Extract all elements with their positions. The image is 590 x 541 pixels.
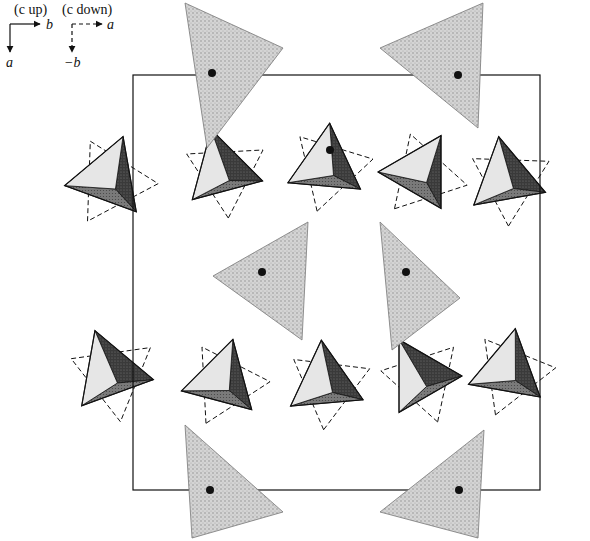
tetrahedron <box>378 134 467 209</box>
tetrahedron <box>187 129 263 218</box>
tetrahedron <box>185 425 283 538</box>
view-label: (c up) <box>14 3 47 17</box>
tetrahedron <box>288 123 373 211</box>
tetrahedron <box>380 3 483 128</box>
tetrahedron <box>65 137 159 222</box>
tetrahedron <box>71 331 153 422</box>
tetrahedron <box>185 3 283 148</box>
tetrahedron <box>213 222 308 340</box>
tetrahedron <box>291 340 370 430</box>
tetrahedron <box>381 340 462 422</box>
tetrahedron <box>380 430 484 538</box>
axis-label: −b <box>64 56 80 70</box>
axis-label: b <box>46 18 53 32</box>
tetrahedron <box>473 137 549 226</box>
tetrahedron <box>469 329 556 415</box>
view-label: (c down) <box>62 3 112 17</box>
tetrahedron <box>380 222 460 350</box>
unit-cell <box>133 75 540 490</box>
axis-arrows <box>10 24 102 52</box>
axis-label: a <box>107 18 114 32</box>
axis-label: a <box>6 56 13 70</box>
tetrahedron <box>181 339 270 423</box>
atom-dot <box>326 146 334 154</box>
